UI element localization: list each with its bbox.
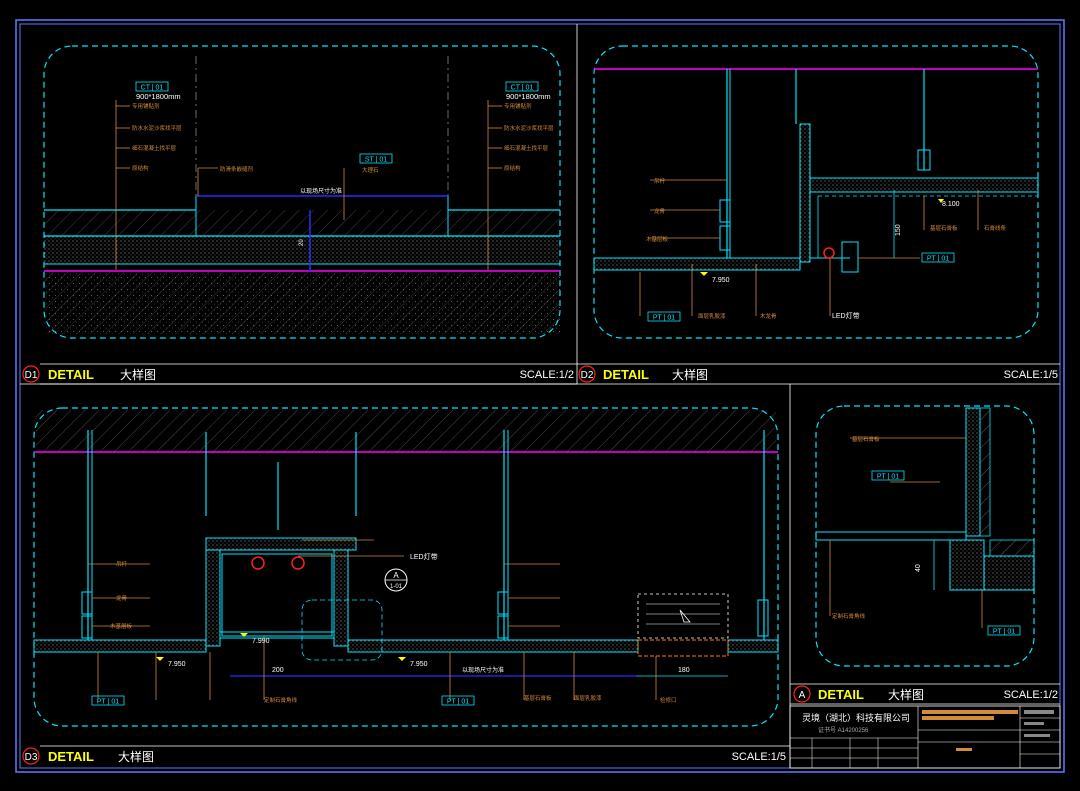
d2-note: 面层乳胶漆 [698, 312, 726, 320]
d3-code-b: PT | 01 [447, 699, 469, 706]
d1-dim: 20 [299, 239, 305, 246]
d2-code-left: PT | 01 [653, 315, 675, 322]
d1-top-note: 防滑条嵌缝剂 [220, 165, 254, 173]
d3-callout-top: A [393, 571, 399, 580]
d1-left-note: 原结构 [132, 164, 149, 172]
d1-left-note: 专用铺贴剂 [132, 102, 160, 110]
sheet-frame-outer [15, 19, 1065, 773]
d1-right-note: 专用铺贴剂 [504, 102, 532, 110]
d3-note: 基层石膏板 [524, 694, 552, 702]
d1-size-left: 900*1800mm [136, 92, 181, 101]
d3-dim-2: 180 [678, 667, 690, 674]
d1-scale: SCALE:1/2 [520, 369, 574, 381]
company-name: 灵境（湖北）科技有限公司 [802, 712, 910, 723]
d3-note: 吊杆 [116, 560, 128, 568]
d1-mid-small: 大理石 [362, 166, 379, 174]
d1-left-note: 防水水泥沙浆找平层 [132, 124, 182, 132]
a-code-1: PT | 01 [877, 474, 899, 481]
a-note: 定制石膏角线 [832, 612, 866, 620]
d2-note: 木龙骨 [760, 312, 777, 320]
d3-note: 检修口 [660, 696, 677, 704]
d3-note: 面层乳胶漆 [574, 694, 602, 702]
title-block: 灵境（湖北）科技有限公司 证书号 A14200256 [789, 705, 1061, 769]
a-scale: SCALE:1/2 [1004, 689, 1058, 701]
d3-level-2: 7.950 [168, 661, 186, 668]
d2-dim: 150 [895, 224, 902, 236]
d3-title: DETAIL [48, 749, 94, 764]
d2-title: DETAIL [603, 367, 649, 382]
d1-code-mid: ST | 01 [365, 157, 387, 164]
d3-dim-1: 200 [272, 667, 284, 674]
d3-note: 定制石膏角线 [264, 696, 298, 704]
d2-scale: SCALE:1/5 [1004, 369, 1058, 381]
d3-callout-bottom: 1-01 [390, 584, 403, 590]
d3-note-mid: 以现场尺寸为准 [462, 666, 504, 674]
d3-scale: SCALE:1/5 [732, 751, 786, 763]
d3-level-1: 7.990 [252, 638, 270, 645]
d1-note-mid: 以现场尺寸为准 [300, 187, 342, 195]
a-subtitle: 大样图 [888, 687, 924, 702]
d3-note: 龙骨 [116, 594, 128, 602]
d1-size-right: 900*1800mm [506, 92, 551, 101]
detail-d3: A 1-01 200 180 以现场尺寸为准 7.990 7.950 7.950 [22, 407, 790, 765]
d3-note: 木基层板 [110, 622, 133, 630]
d3-subtitle: 大样图 [118, 749, 154, 764]
d1-subtitle: 大样图 [120, 367, 156, 382]
company-sub: 证书号 A14200256 [818, 726, 869, 734]
d2-led: LED灯带 [832, 311, 860, 320]
a-code-2: PT | 01 [993, 629, 1015, 636]
d1-right-note: 防水水泥沙浆找平层 [504, 124, 554, 132]
d1-tag: D1 [25, 370, 38, 381]
d3-level-3: 7.950 [410, 661, 428, 668]
d2-note: 木基层板 [646, 235, 669, 243]
d1-code-left: CT | 01 [141, 85, 164, 92]
d2-level-1: 8.100 [942, 201, 960, 208]
d2-level-2: 7.950 [712, 277, 730, 284]
d2-note: 基层石膏板 [930, 224, 958, 232]
d3-led: LED灯带 [410, 552, 438, 561]
d1-title: DETAIL [48, 367, 94, 382]
d1-right-note: 细石混凝土找平层 [504, 144, 549, 152]
detail-d2: 150 8.100 7.950 PT | 01 PT | 01 LED灯带 吊杆… [577, 45, 1060, 383]
d2-note: 吊杆 [654, 177, 666, 185]
d2-tag: D2 [581, 370, 594, 381]
a-dim: 40 [915, 564, 922, 572]
d2-subtitle: 大样图 [672, 367, 708, 382]
d3-code-a: PT | 01 [97, 699, 119, 706]
d1-left-note: 细石混凝土找平层 [132, 144, 177, 152]
detail-d1: CT | 01 900*1800mm CT | 01 900*1800mm ST… [22, 45, 577, 385]
d1-code-right: CT | 01 [511, 85, 534, 92]
d2-note: 龙骨 [654, 207, 666, 215]
sheet-frame-inner [19, 23, 1061, 769]
d1-right-note: 原结构 [504, 164, 521, 172]
d3-tag: D3 [25, 752, 38, 763]
a-title: DETAIL [818, 687, 864, 702]
d2-code-right: PT | 01 [927, 256, 949, 263]
a-tag: A [799, 690, 806, 701]
d2-note: 石膏线条 [984, 224, 1007, 232]
a-note: 基层石膏板 [852, 435, 880, 443]
